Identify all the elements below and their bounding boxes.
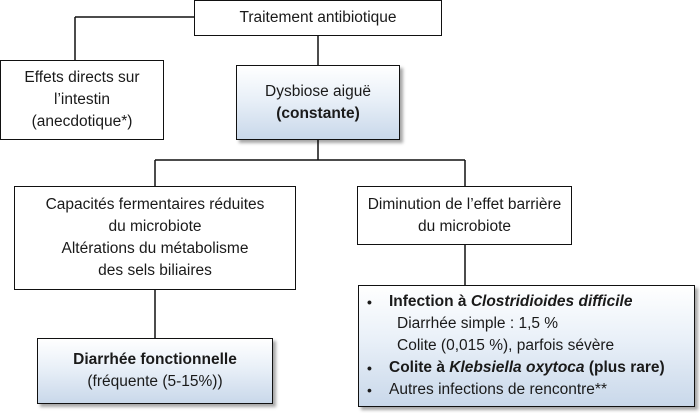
fermentation-line4: des sels biliaires: [98, 262, 212, 279]
barrier-effect-box: Diminution de l’effet barrière du microb…: [357, 186, 572, 245]
fermentation-line3: Altérations du métabolisme: [61, 240, 249, 257]
diarrhea-line1: Diarrhée fonctionnelle: [73, 351, 237, 368]
sub-item-simple-diarrhea: Diarrhée simple : 1,5 %: [397, 315, 559, 332]
list-item-c-difficile: • Infection à Clostridioides difficile: [367, 291, 694, 313]
fermentation-box: Capacités fermentaires réduites du micro…: [14, 186, 296, 290]
diarrhea-line2: (fréquente (5-15%)): [87, 373, 223, 390]
dysbiosis-line2: (constante): [276, 104, 360, 122]
fermentation-line2: du microbiote: [108, 218, 202, 235]
direct-effects-line1: Effets directs sur: [24, 69, 140, 86]
direct-effects-box: Effets directs sur l’intestin (anecdotiq…: [0, 60, 164, 140]
direct-effects-line2: l’intestin: [54, 91, 110, 108]
item2-organism: Klebsiella oxytoca: [449, 359, 585, 376]
item3-label: Autres infections de rencontre**: [389, 381, 607, 398]
list-item-other-infections: • Autres infections de rencontre**: [367, 379, 694, 401]
dysbiosis-box: Dysbiose aiguë (constante): [236, 65, 400, 140]
item2-suffix: (plus rare): [584, 359, 665, 376]
item1-prefix: Infection à: [389, 293, 471, 310]
infections-box: • Infection à Clostridioides difficile D…: [358, 285, 695, 407]
item1-organism: Clostridioides difficile: [470, 293, 633, 310]
list-item-klebsiella: • Colite à Klebsiella oxytoca (plus rare…: [367, 357, 694, 379]
bullet-icon: •: [367, 382, 372, 398]
antibiotic-treatment-box: Traitement antibiotique: [194, 0, 442, 36]
direct-effects-line3: (anecdotique*): [31, 113, 133, 130]
bullet-icon: •: [367, 294, 372, 310]
root-label: Traitement antibiotique: [239, 9, 397, 26]
dysbiosis-line1: Dysbiose aiguë: [265, 82, 371, 100]
fermentation-line1: Capacités fermentaires réduites: [45, 196, 265, 213]
sub-item-colitis: Colite (0,015 %), parfois sévère: [397, 337, 615, 354]
barrier-line1: Diminution de l’effet barrière: [367, 195, 562, 213]
item2-prefix: Colite à: [389, 359, 450, 376]
bullet-icon: •: [367, 360, 372, 376]
functional-diarrhea-box: Diarrhée fonctionnelle (fréquente (5-15%…: [37, 338, 273, 404]
barrier-line2: du microbiote: [417, 217, 512, 235]
